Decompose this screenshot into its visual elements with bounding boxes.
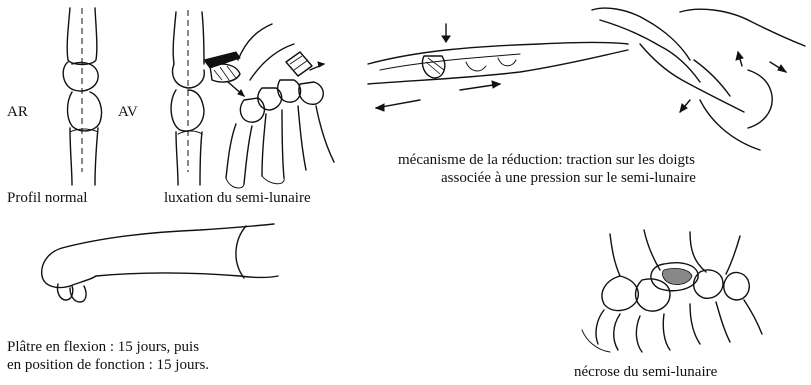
cast-drawing	[42, 224, 278, 302]
caption-normal-profile: Profil normal	[7, 190, 87, 207]
luxation-drawing	[171, 10, 244, 185]
caption-luxation: luxation du semi-lunaire	[164, 190, 311, 207]
reduction-traction-drawing	[368, 8, 805, 150]
caption-necrosis: nécrose du semi-lunaire	[574, 364, 717, 381]
caption-reduction-line1: mécanisme de la réduction: traction sur …	[398, 152, 695, 169]
caption-cast-line2: en position de fonction : 15 jours.	[7, 357, 209, 374]
label-av: AV	[118, 104, 138, 121]
normal-profile-drawing	[63, 8, 101, 185]
label-ar: AR	[7, 104, 28, 121]
wrist-bones-drawing	[226, 24, 334, 188]
caption-reduction-line2: associée à une pression sur le semi-luna…	[441, 170, 696, 187]
necrosis-drawing	[582, 230, 762, 352]
caption-cast-line1: Plâtre en flexion : 15 jours, puis	[7, 339, 199, 356]
